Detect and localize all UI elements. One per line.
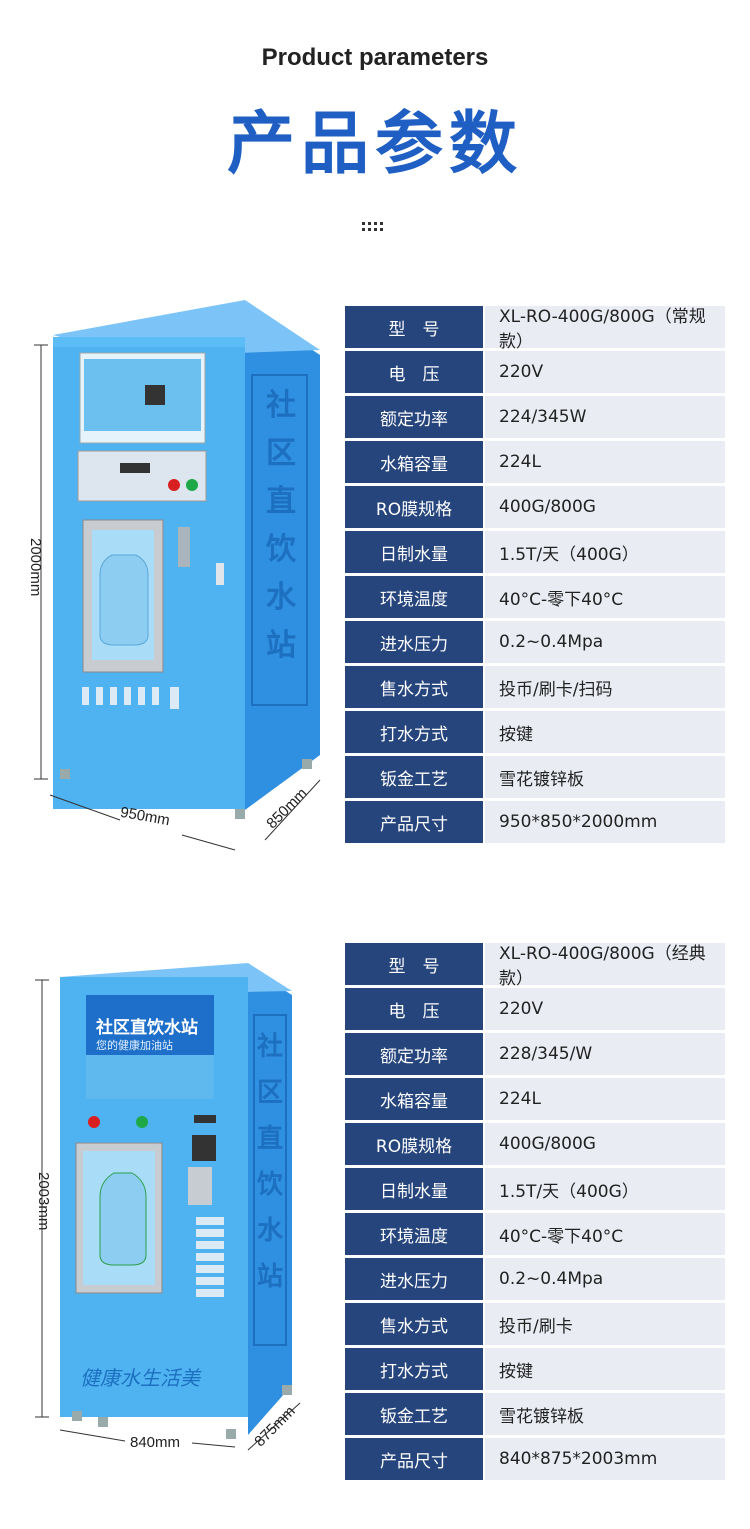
- spec-value: 投币/刷卡: [485, 1303, 725, 1345]
- spec-row: 打水方式按键: [345, 1348, 725, 1393]
- svg-text:水: 水: [266, 580, 297, 615]
- spec-label: 钣金工艺: [345, 756, 483, 798]
- spec-value: 雪花镀锌板: [485, 1393, 725, 1435]
- spec-label: 电 压: [345, 988, 483, 1030]
- spec-label: 水箱容量: [345, 1078, 483, 1120]
- spec-label: 产品尺寸: [345, 1438, 483, 1480]
- english-title: Product parameters: [261, 44, 489, 71]
- svg-text:站: 站: [266, 628, 296, 663]
- spec-label: 环境温度: [345, 1213, 483, 1255]
- spec-value: 228/345/W: [485, 1033, 725, 1075]
- spec-label: RO膜规格: [345, 486, 483, 528]
- svg-text:健康水生活美: 健康水生活美: [80, 1366, 202, 1390]
- spec-label: 打水方式: [345, 711, 483, 753]
- spec-label: 额定功率: [345, 396, 483, 438]
- svg-text:区: 区: [266, 436, 296, 471]
- spec-row: 钣金工艺雪花镀锌板: [345, 756, 725, 801]
- spec-value: 0.2~0.4Mpa: [485, 1258, 725, 1300]
- spec-label: 日制水量: [345, 531, 483, 573]
- spec-value: 0.2~0.4Mpa: [485, 621, 725, 663]
- spec-label: 电 压: [345, 351, 483, 393]
- spec-value: 40°C-零下40°C: [485, 576, 725, 618]
- spec-label: 钣金工艺: [345, 1393, 483, 1435]
- svg-text:社: 社: [266, 388, 296, 423]
- spec-value: 投币/刷卡/扫码: [485, 666, 725, 708]
- spec-row: 售水方式投币/刷卡/扫码: [345, 666, 725, 711]
- spec-value: 950*850*2000mm: [485, 801, 725, 843]
- spec-label: 售水方式: [345, 666, 483, 708]
- spec-label: 水箱容量: [345, 441, 483, 483]
- spec-row: 打水方式按键: [345, 711, 725, 756]
- spec-label: 售水方式: [345, 1303, 483, 1345]
- spec-value: 224L: [485, 1078, 725, 1120]
- machine-1-height-label: 2000mm: [27, 538, 44, 597]
- spec-value: 1.5T/天（400G）: [485, 531, 725, 573]
- chinese-title: 产品参数: [226, 105, 523, 184]
- spec-value: XL-RO-400G/800G（经典款）: [485, 943, 725, 989]
- machine-2-height-label: 2003mm: [35, 1172, 52, 1231]
- svg-text:饮: 饮: [256, 1170, 284, 1200]
- svg-text:直: 直: [266, 484, 296, 519]
- machine-2-width-label: 840mm: [130, 1434, 181, 1451]
- spec-value: 220V: [485, 351, 725, 393]
- svg-text:水: 水: [257, 1216, 284, 1246]
- spec-value: XL-RO-400G/800G（常规款）: [485, 306, 725, 352]
- machine-2-screen-sub: 您的健康加油站: [96, 1038, 173, 1052]
- machine-1-side-text: 社区 直饮 水站: [265, 388, 297, 663]
- spec-label: 型 号: [345, 306, 483, 348]
- spec-value: 按键: [485, 711, 725, 753]
- machine-2-illustration: 社区直饮水站 您的健康加油站 健康水生活美 社区 直饮 水站: [35, 963, 301, 1451]
- spec-label: 产品尺寸: [345, 801, 483, 843]
- spec-value: 按键: [485, 1348, 725, 1390]
- spec-value: 224L: [485, 441, 725, 483]
- spec-value: 40°C-零下40°C: [485, 1213, 725, 1255]
- dots-divider-icon: [362, 222, 388, 234]
- spec-label: 打水方式: [345, 1348, 483, 1390]
- svg-text:直: 直: [257, 1124, 283, 1154]
- svg-text:饮: 饮: [265, 532, 297, 567]
- svg-text:站: 站: [257, 1262, 283, 1292]
- spec-value: 400G/800G: [485, 486, 725, 528]
- spec-row: 钣金工艺雪花镀锌板: [345, 1393, 725, 1438]
- spec-value: 224/345W: [485, 396, 725, 438]
- spec-label: 型 号: [345, 943, 483, 985]
- spec-label: 额定功率: [345, 1033, 483, 1075]
- svg-text:区: 区: [257, 1078, 283, 1108]
- spec-label: 日制水量: [345, 1168, 483, 1210]
- spec-value: 220V: [485, 988, 725, 1030]
- spec-value: 400G/800G: [485, 1123, 725, 1165]
- spec-value: 雪花镀锌板: [485, 756, 725, 798]
- spec-row: 售水方式投币/刷卡: [345, 1303, 725, 1348]
- machine-2-screen-title: 社区直饮水站: [95, 1017, 198, 1038]
- machine-1-illustration: 社区 直饮 水站: [34, 300, 321, 851]
- spec-value: 840*875*2003mm: [485, 1438, 725, 1480]
- spec-label: 进水压力: [345, 1258, 483, 1300]
- spec-value: 1.5T/天（400G）: [485, 1168, 725, 1210]
- spec-label: 环境温度: [345, 576, 483, 618]
- spec-label: 进水压力: [345, 621, 483, 663]
- spec-label: RO膜规格: [345, 1123, 483, 1165]
- svg-text:社: 社: [257, 1031, 283, 1062]
